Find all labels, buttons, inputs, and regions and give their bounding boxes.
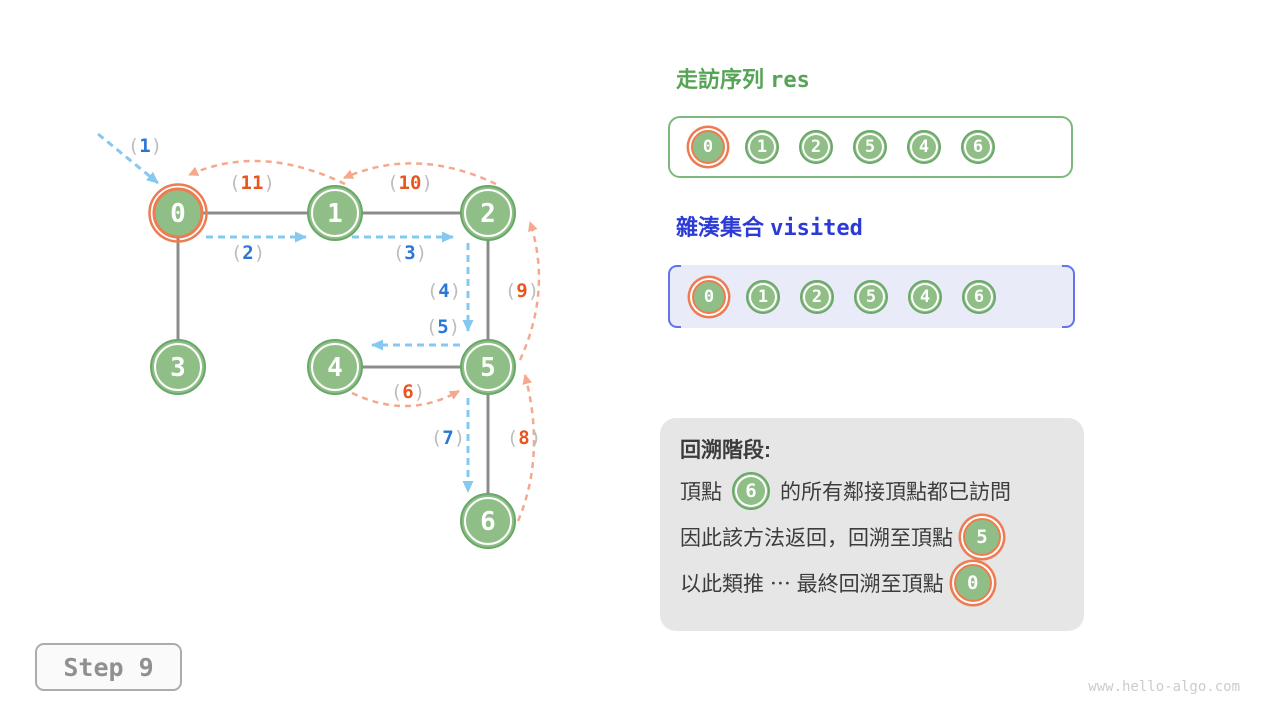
visited-item-4: 4: [908, 279, 942, 314]
node-label: 5: [480, 353, 496, 383]
res-title: 走訪序列 res: [676, 62, 810, 94]
step-label-10: (10): [387, 172, 433, 194]
step-label-1: (1): [128, 135, 162, 157]
explanation-line-2: 因此該方法返回，回溯至頂點 5: [680, 518, 1064, 556]
graph-nodes: 0 1 2 3 4: [148, 183, 516, 549]
visited-set-box: 0 1 2 5 4 6: [668, 265, 1075, 328]
explanation-line-1: 頂點 6 的所有鄰接頂點都已訪問: [680, 472, 1064, 510]
explanation-title: 回溯階段:: [680, 439, 771, 462]
step-badge: Step 9: [35, 643, 182, 691]
graph-node-3: 3: [150, 339, 206, 395]
arc-6-5: [516, 374, 536, 522]
traversal-arrows: [97, 132, 474, 493]
graph-node-1: 1: [307, 185, 363, 241]
res-title-zh: 走訪序列: [676, 67, 765, 92]
node-label: 3: [170, 353, 186, 383]
node-label: 2: [480, 199, 496, 229]
graph-node-0: 0: [148, 183, 208, 243]
step-label-11: (11): [229, 172, 275, 194]
graph-node-2: 2: [460, 185, 516, 241]
arc-1-0: [188, 159, 346, 186]
step-label-3: (3): [393, 242, 427, 264]
res-title-code: res: [770, 68, 810, 93]
graph-canvas: 0 1 2 3 4: [97, 132, 541, 549]
node-label: 1: [327, 199, 343, 229]
visited-title: 雜湊集合 visited: [676, 210, 863, 242]
visited-title-code: visited: [770, 216, 863, 241]
step-label-2: (2): [231, 242, 265, 264]
visited-item-0: 0: [692, 279, 726, 314]
explanation-text: 以此類推 ⋯ 最終回溯至頂點: [680, 573, 944, 596]
inline-node-0: 0: [953, 564, 992, 602]
explanation-line-3: 以此類推 ⋯ 最終回溯至頂點 0: [680, 564, 1064, 602]
step-label-7: (7): [431, 427, 465, 449]
res-item-4: 4: [907, 130, 941, 164]
node-label: 0: [170, 199, 186, 229]
res-item-5: 6: [961, 130, 995, 164]
node-label: 6: [480, 507, 496, 537]
arrow-enter-0: [97, 132, 159, 185]
backtrack-arcs: [188, 159, 541, 522]
set-bracket-right-icon: [1062, 265, 1075, 328]
res-sequence-box: 0 1 2 5 4 6: [668, 116, 1073, 178]
step-label-6: (6): [391, 381, 425, 403]
node-label: 4: [327, 353, 343, 383]
inline-node-6: 6: [732, 472, 770, 510]
explanation-text: 頂點: [680, 481, 722, 504]
step-label-4: (4): [427, 280, 461, 302]
explanation-text: 因此該方法返回，回溯至頂點: [680, 527, 953, 550]
graph-node-4: 4: [307, 339, 363, 395]
set-bracket-left-icon: [668, 265, 681, 328]
res-item-1: 1: [745, 130, 779, 164]
visited-item-2: 2: [800, 279, 834, 314]
step-labels: (1) (2) (3) (4) (5) (6) (7) (8) (9) (10)…: [128, 135, 541, 449]
arc-4-5: [351, 389, 460, 408]
graph-node-5: 5: [460, 339, 516, 395]
arc-5-2: [518, 221, 541, 361]
graph-node-6: 6: [460, 493, 516, 549]
visited-item-5: 6: [962, 279, 996, 314]
visited-title-zh: 雜湊集合: [676, 215, 765, 240]
watermark: www.hello-algo.com: [1088, 679, 1240, 695]
res-item-2: 2: [799, 130, 833, 164]
step-label-8: (8): [507, 427, 541, 449]
res-item-3: 5: [853, 130, 887, 164]
visited-item-3: 5: [854, 279, 888, 314]
visited-item-1: 1: [746, 279, 780, 314]
arc-2-1: [343, 162, 497, 186]
inline-node-5: 5: [963, 518, 1001, 556]
backtrack-explanation-box: 回溯階段: 頂點 6 的所有鄰接頂點都已訪問 因此該方法返回，回溯至頂點 5 以…: [660, 418, 1084, 631]
explanation-text: 的所有鄰接頂點都已訪問: [780, 481, 1011, 504]
step-label-9: (9): [505, 280, 539, 302]
step-label-5: (5): [426, 316, 460, 338]
res-item-0: 0: [691, 130, 725, 164]
